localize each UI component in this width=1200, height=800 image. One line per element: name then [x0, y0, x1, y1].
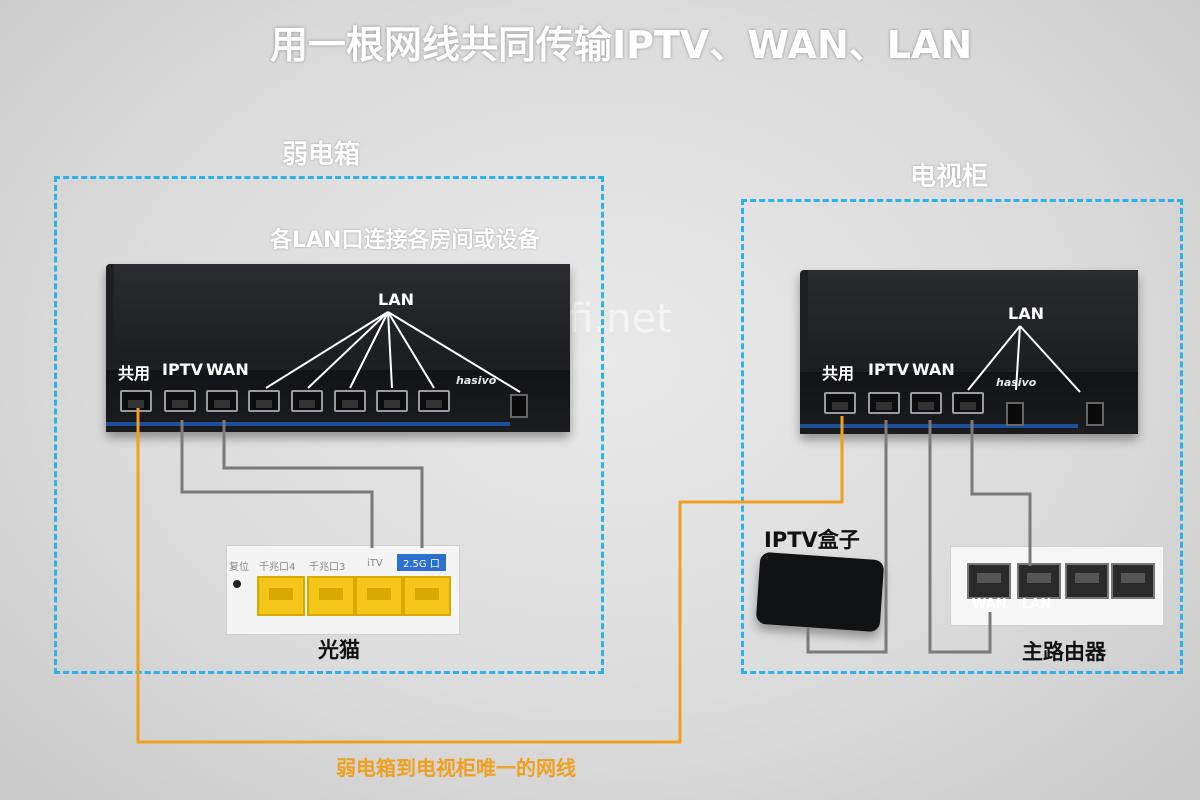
left-switch-port-4[interactable]: [248, 390, 280, 412]
left-box-title: 弱电箱: [282, 140, 361, 170]
right-label-shared: 共用: [822, 364, 855, 383]
router-port-lan-2[interactable]: [1065, 563, 1109, 599]
left-switch-port-5[interactable]: [291, 390, 323, 412]
right-lan-fan: [967, 325, 1081, 393]
left-switch-port-8[interactable]: [418, 390, 450, 412]
left-label-wan: WAN: [206, 360, 249, 379]
router-port-wan[interactable]: [967, 563, 1011, 599]
right-switch-sfp-2[interactable]: [1086, 402, 1104, 426]
left-box-note: 各LAN口连接各房间或设备: [270, 228, 540, 253]
left-switch-port-3[interactable]: [206, 390, 238, 412]
router-label-wan: WAN: [972, 597, 1007, 612]
main-router: [950, 546, 1164, 626]
modem-port-itv[interactable]: [355, 576, 403, 616]
modem-name: 光猫: [318, 638, 360, 662]
modem-label-port3: 千兆口3: [309, 562, 346, 573]
right-switch-port-2[interactable]: [868, 392, 900, 414]
left-dashed-box: [54, 176, 604, 674]
reset-hole[interactable]: [233, 580, 241, 588]
left-label-shared: 共用: [118, 364, 151, 383]
right-dashed-box: [741, 199, 1183, 674]
right-label-iptv: IPTV: [868, 360, 909, 379]
modem-port-2-5g[interactable]: [403, 576, 451, 616]
optical-modem: 复位 千兆口4 千兆口3 iTV 2.5G 口: [226, 545, 460, 635]
modem-port-3[interactable]: [307, 576, 355, 616]
left-port-cables: [180, 420, 424, 548]
cable-note: 弱电箱到电视柜唯一的网线: [336, 756, 576, 780]
left-switch-port-1[interactable]: [120, 390, 152, 412]
modem-port-4[interactable]: [257, 576, 305, 616]
left-switch-port-2[interactable]: [164, 390, 196, 412]
left-switch-sfp[interactable]: [510, 394, 528, 418]
router-port-lan-3[interactable]: [1111, 563, 1155, 599]
right-lan-label: LAN: [1008, 304, 1044, 323]
left-lan-label: LAN: [378, 290, 414, 309]
left-switch-port-6[interactable]: [334, 390, 366, 412]
modem-label-2-5g: 2.5G 口: [397, 554, 446, 571]
page-title: 用一根网线共同传输IPTV、WAN、LAN: [270, 23, 973, 67]
router-label-lan: LAN: [1022, 597, 1052, 612]
iptv-box-name: IPTV盒子: [764, 528, 860, 552]
modem-label-port4: 千兆口4: [259, 562, 296, 573]
shared-cable: [136, 408, 844, 744]
modem-label-itv: iTV: [367, 558, 383, 569]
right-port-cables: [806, 420, 1032, 654]
left-switch-brand: hasivo: [456, 374, 497, 387]
right-label-wan: WAN: [912, 360, 955, 379]
right-switch-port-3[interactable]: [910, 392, 942, 414]
router-port-lan-1[interactable]: [1017, 563, 1061, 599]
right-switch-port-4[interactable]: [952, 392, 984, 414]
right-switch: hasivo: [800, 270, 1138, 434]
left-label-iptv: IPTV: [162, 360, 203, 379]
right-switch-sfp-1[interactable]: [1006, 402, 1024, 426]
router-name: 主路由器: [1022, 640, 1106, 664]
left-switch-port-7[interactable]: [376, 390, 408, 412]
right-box-title: 电视柜: [910, 162, 989, 192]
modem-label-reset: 复位: [229, 562, 249, 573]
right-switch-port-1[interactable]: [824, 392, 856, 414]
left-lan-fan: [265, 311, 521, 393]
